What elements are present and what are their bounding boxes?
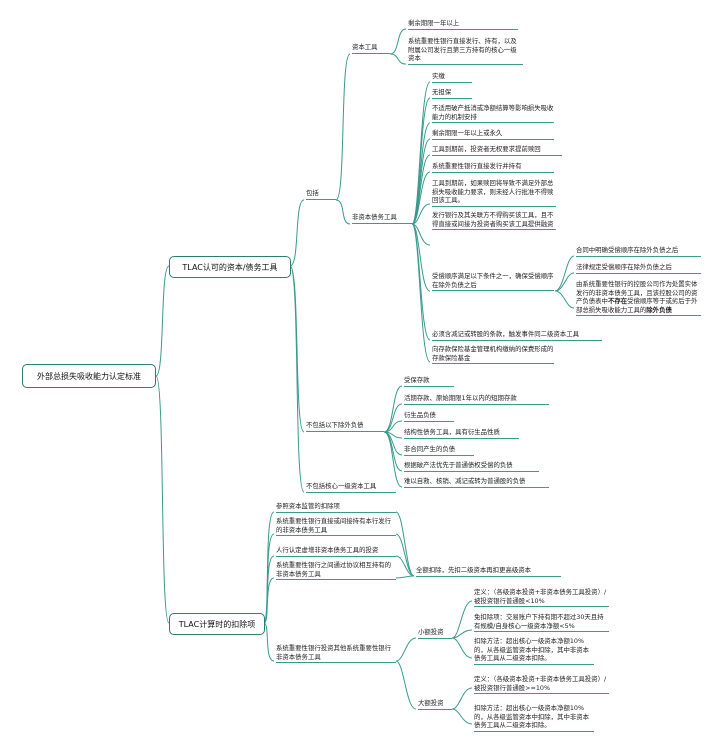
node-exclude-item-3: 衍生品负债: [404, 411, 454, 422]
node-capital-item-2: 系统重要性银行直接发行、持有，以及附属公司发行且第三方持有的核心一级资本: [408, 37, 523, 65]
node-noncap-item-5: 工具到期前，投资者无权要求提前赎回: [432, 145, 562, 156]
node-large-investment: 大额投资: [418, 699, 452, 710]
node-small-method: 扣除方法：超出核心一级资本净额10%的，从各级监管资本中扣除，其中非资本债务工具…: [474, 637, 594, 665]
node-noncap-item-9: 必须含减记或转股的条款，触发事件同二级资本工具: [432, 330, 602, 341]
node-noncap-item-1: 实缴: [432, 72, 472, 83]
node-small-investment: 小额投资: [418, 628, 452, 639]
node-noncapital-tools: 非资本债务工具: [352, 213, 412, 224]
node-tlac-instruments[interactable]: TLAC认可的资本/债务工具: [169, 256, 291, 278]
node-capital-tools: 资本工具: [352, 43, 390, 54]
node-exclude: 不包括以下除外负债: [306, 421, 384, 432]
node-noncap-item-10: 向存款保险基金管理机构缴纳的保费形成的存款保险基金: [432, 345, 554, 365]
node-exclude-item-6: 根据破产法优先于普通债权受偿的负债: [404, 461, 539, 472]
node-deduct-item-3: 人行认定虚增非资本债务工具的投资: [276, 546, 396, 557]
node-order-item-1: 合同中明确受偿顺序在除外负债之后: [576, 246, 701, 257]
node-noncap-item-7: 工具到期前，如果赎回将导致不满足外部总损失吸收能力要求，则未经人行批准不得赎回该…: [432, 179, 556, 207]
node-deduct-item-5: 系统重要性银行投资其他系统重要性银行非资本债务工具: [276, 644, 396, 664]
node-noncap-item-6: 系统重要性银行直接发行并持有: [432, 162, 554, 173]
node-exclude-item-7: 难以自救、核销、减记或转为普通股的负债: [404, 477, 549, 488]
node-capital-item-1: 剩余期限一年以上: [408, 19, 518, 30]
node-exclude-item-1: 受保存款: [404, 376, 454, 387]
node-small-def: 定义：（各级资本投资+非资本债务工具投资）/被投资银行普通股<10%: [474, 588, 609, 608]
node-deduct-item-1: 参照资本监管的扣除项: [276, 502, 396, 513]
root-node[interactable]: 外部总损失吸收能力认定标准: [22, 364, 156, 388]
node-exclude-item-4: 结构性债务工具，具有衍生品性质: [404, 428, 519, 439]
node-noncap-item-3: 不适用破产抵消或净额结算等影响损失吸收能力的机制安排: [432, 104, 554, 124]
node-order-item-3: 由系统重要性银行的控股公司作为处置实体发行的非资本债务工具，且该控股公司的资产负…: [576, 280, 701, 317]
node-noncap-item-4: 剩余期限一年以上或永久: [432, 129, 554, 140]
node-tlac-deductions[interactable]: TLAC计算时的扣除项: [169, 613, 265, 635]
node-noncap-item-8: 发行银行及其关联方不得购买该工具，且不得直接或间接为投资者购买该工具提供融资: [432, 211, 556, 231]
node-large-method: 扣除方法：超出核心一级资本净额10%的，从各级监管资本中扣除，其中非资本债务工具…: [474, 704, 594, 732]
node-exclude-core-tier1: 不包括核心一级资本工具: [306, 482, 396, 493]
node-exclude-item-2: 活期存款、原始期限1年以内的短期存款: [404, 394, 549, 405]
node-noncap-item-2: 无担保: [432, 88, 472, 99]
node-small-exempt: 免扣除项：交易账户下持有期不超过30天且持有规模/自身核心一级资本净额<5%: [474, 613, 609, 633]
node-deduct-item-4: 系统重要性银行之间通过协议相互持有的非资本债务工具: [276, 561, 396, 581]
node-order-item-2: 法律规定受偿顺序在除外负债之后: [576, 263, 701, 274]
node-noncap-order: 受偿顺序满足以下条件之一，确保受偿顺序在除外负债之后: [432, 272, 554, 292]
node-large-def: 定义：（各级资本投资+非资本债务工具投资）/被投资银行普通股>=10%: [474, 675, 609, 695]
node-full-deduction: 全额扣除，先扣二级资本再扣更高级资本: [416, 566, 561, 577]
node-deduct-item-2: 系统重要性银行直接或间接持有本行发行的非资本债务工具: [276, 517, 396, 537]
node-include: 包括: [306, 189, 336, 200]
node-exclude-item-5: 非合同产生的负债: [404, 445, 474, 456]
